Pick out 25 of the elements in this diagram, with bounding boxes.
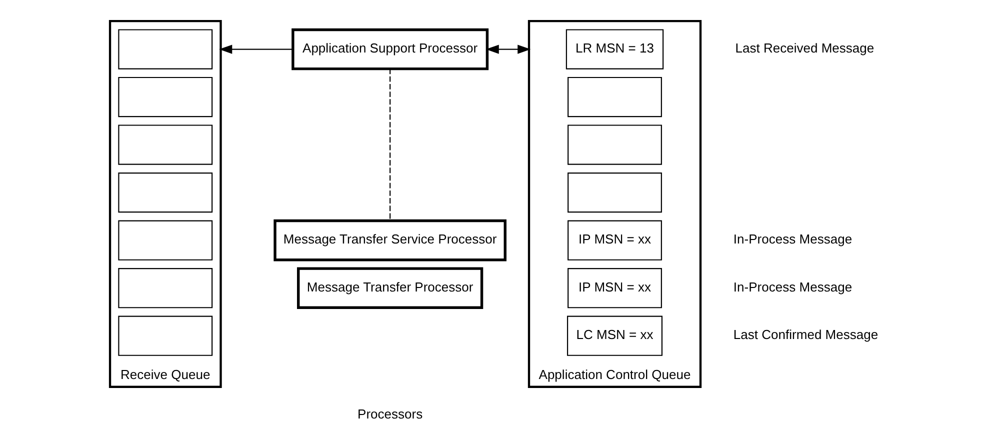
label: Last Confirmed Message [732, 327, 878, 342]
label: Processors [357, 406, 422, 422]
node-box [567, 172, 662, 213]
node-box [118, 268, 212, 308]
node-box [118, 316, 212, 356]
node-box [118, 29, 212, 70]
node-box: Message Transfer Service Processor [273, 219, 506, 262]
cluster: Receive Queue [108, 20, 222, 388]
label: In-Process Message [732, 279, 852, 294]
node-box: LR MSN = 13 [565, 29, 664, 70]
node-box [567, 124, 662, 165]
node-box: Application Support Processor [291, 28, 488, 70]
connector [389, 68, 390, 221]
node-box [118, 172, 212, 213]
node-box: LC MSN = xx [566, 316, 662, 356]
node-box [118, 124, 212, 165]
node-box [118, 76, 212, 118]
arrow [218, 44, 292, 54]
node-box [118, 220, 212, 260]
node-box: Message Transfer Processor [296, 267, 483, 309]
node-box: IP MSN = xx [567, 220, 662, 260]
node-box [567, 76, 662, 118]
label: Last Received Message [734, 40, 874, 56]
node-box: IP MSN = xx [567, 268, 662, 308]
label: In-Process Message [732, 232, 852, 247]
